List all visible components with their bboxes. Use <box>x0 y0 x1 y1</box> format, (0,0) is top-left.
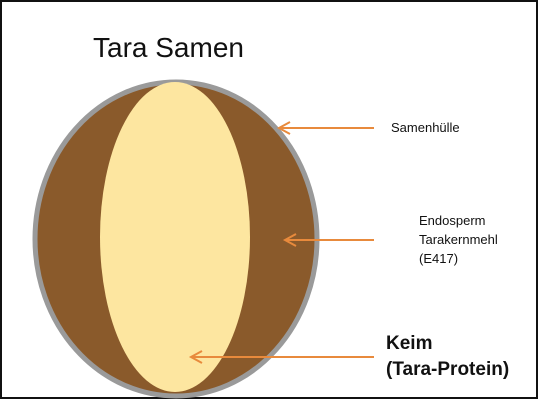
label-germ: Keim <box>386 331 432 357</box>
label-endosperm-name: Tarakernmehl <box>419 230 498 249</box>
label-seed-coat: Samenhülle <box>391 118 460 137</box>
germ-shape <box>100 82 250 392</box>
label-endosperm-code: (E417) <box>419 249 458 268</box>
page-title: Tara Samen <box>93 32 244 64</box>
label-endosperm: Endosperm <box>419 211 485 230</box>
label-germ-protein: (Tara-Protein) <box>386 357 509 383</box>
